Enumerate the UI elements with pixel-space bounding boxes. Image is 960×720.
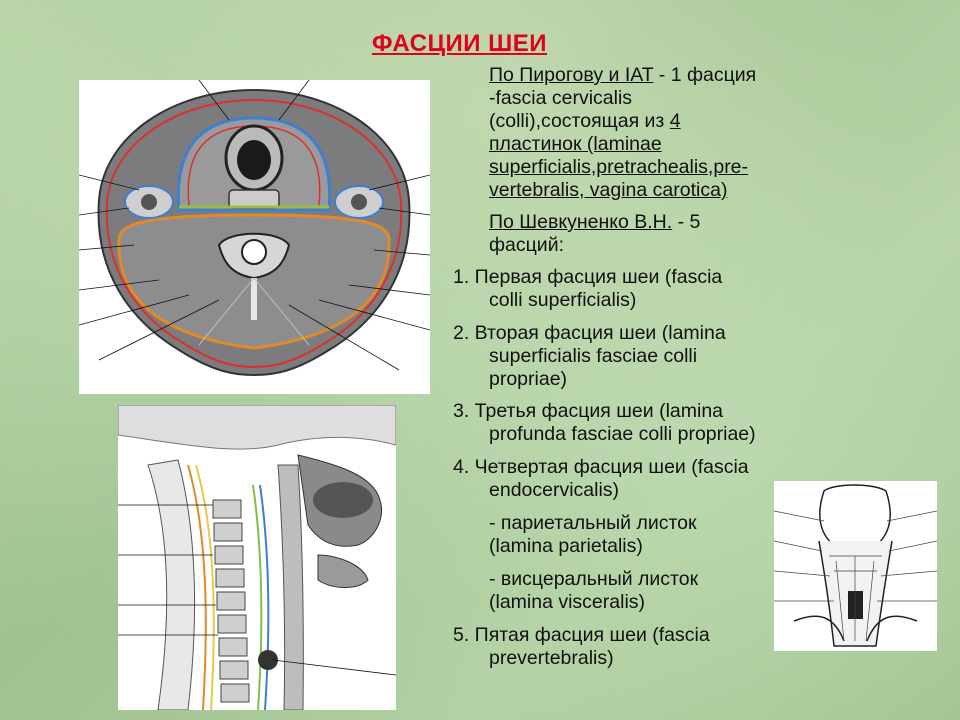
sagittal-section-drawing [118, 405, 396, 710]
item-1-line-1: 1. Первая фасция шеи (fascia [453, 266, 723, 288]
item-3-line-2: profunda fasciae colli propriae) [489, 423, 756, 445]
item-1-line-2: colli superficialis) [489, 289, 637, 311]
neck-cross-section-drawing [79, 80, 430, 394]
sagittal-section-image [118, 405, 396, 710]
pirogov-line-1: По Пирогову и IAT - 1 фасция [489, 64, 757, 86]
pirogov-line-6: vertebralis, vagina carotica) [489, 179, 728, 201]
pirogov-line-2: -fascia cervicalis [489, 87, 633, 109]
item-4b-line-1: - висцеральный листок [489, 568, 699, 590]
item-4a-line-1: - париетальный листок [489, 512, 697, 534]
frontal-neck-drawing [774, 481, 937, 651]
item-2-line-1: 2. Вторая фасция шеи (lamina [453, 322, 726, 344]
item-2-line-3: propriae) [489, 368, 568, 390]
item-2-line-2: superficialis fasciae colli [489, 345, 698, 367]
neck-cross-section-image [79, 80, 430, 394]
item-4-line-1: 4. Четвертая фасция шеи (fascia [453, 456, 749, 478]
item-3-line-1: 3. Третья фасция шеи (lamina [453, 400, 724, 422]
shevkunenko-line-1: По Шевкуненко В.Н. - 5 [489, 211, 701, 233]
slide-title: ФАСЦИИ ШЕИ [372, 30, 548, 57]
item-5-line-2: prevertebralis) [489, 647, 614, 669]
item-4b-line-2: (lamina visceralis) [489, 591, 646, 613]
item-4-line-2: endocervicalis) [489, 479, 620, 501]
pirogov-link: По Пирогову и IAT [489, 64, 654, 86]
shevkunenko-line-2: фасций: [489, 234, 565, 256]
item-4a-line-2: (lamina parietalis) [489, 535, 643, 557]
frontal-neck-image [774, 481, 937, 651]
pirogov-line-5: superficialis,pretrachealis,pre- [489, 156, 749, 178]
pirogov-line-3: (colli),состоящая из 4 [489, 110, 681, 132]
shevkunenko-link: По Шевкуненко В.Н. [489, 211, 673, 233]
pirogov-line-4: пластинок (laminae [489, 133, 662, 155]
item-5-line-1: 5. Пятая фасция шеи (fascia [453, 624, 710, 646]
